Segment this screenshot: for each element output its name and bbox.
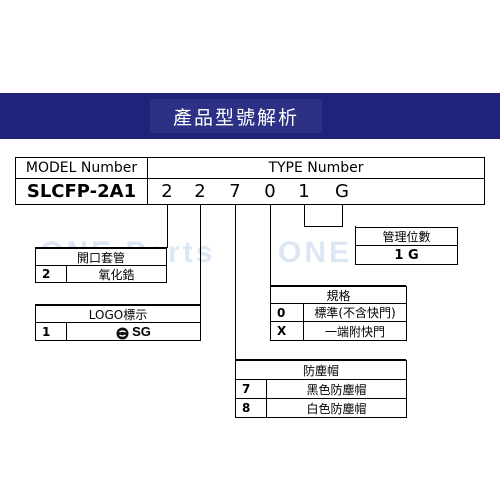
- sg-logo-icon: [116, 325, 129, 340]
- type-code-2: 2: [194, 181, 206, 202]
- group-cap-option-1-label: 黑色防塵帽: [266, 379, 407, 399]
- group-cap-option-1-key: 7: [235, 379, 267, 399]
- model-number-value: SLCFP-2A1: [15, 178, 148, 205]
- group-tube-title: 開口套管: [35, 248, 167, 266]
- group-qty-value: 1 G: [355, 245, 458, 265]
- type-number-header: TYPE Number: [147, 157, 485, 179]
- group-tube-option-label: 氧化鋯: [66, 265, 167, 283]
- type-code-5: 1: [298, 181, 310, 202]
- group-spec-option-2-label: 一端附快門: [303, 321, 407, 341]
- group-qty-title: 管理位數: [355, 227, 458, 246]
- group-cap-title: 防塵帽: [235, 360, 407, 380]
- title-banner: 產品型號解析: [0, 93, 500, 139]
- group-tube-option-key: 2: [35, 265, 67, 283]
- group-spec-option-1-key: 0: [270, 303, 304, 322]
- group-logo-option-cell: SG: [66, 322, 201, 341]
- group-logo-option-label: SG: [132, 324, 151, 339]
- type-code-4: 0: [264, 181, 276, 202]
- group-cap-option-2-label: 白色防塵帽: [266, 398, 407, 418]
- group-spec-title: 規格: [270, 286, 407, 304]
- type-code-1: 2: [161, 181, 173, 202]
- type-number-row: [147, 178, 485, 205]
- page-title: 產品型號解析: [150, 99, 322, 133]
- group-spec-option-2-key: X: [270, 321, 304, 341]
- type-code-6: G: [335, 181, 349, 202]
- model-number-header: MODEL Number: [15, 157, 148, 179]
- group-logo-title: LOGO標示: [35, 305, 201, 323]
- group-logo-option-key: 1: [35, 322, 67, 341]
- type-code-3: 7: [229, 181, 241, 202]
- group-spec-option-1-label: 標準(不含快門): [303, 303, 407, 322]
- group-cap-option-2-key: 8: [235, 398, 267, 418]
